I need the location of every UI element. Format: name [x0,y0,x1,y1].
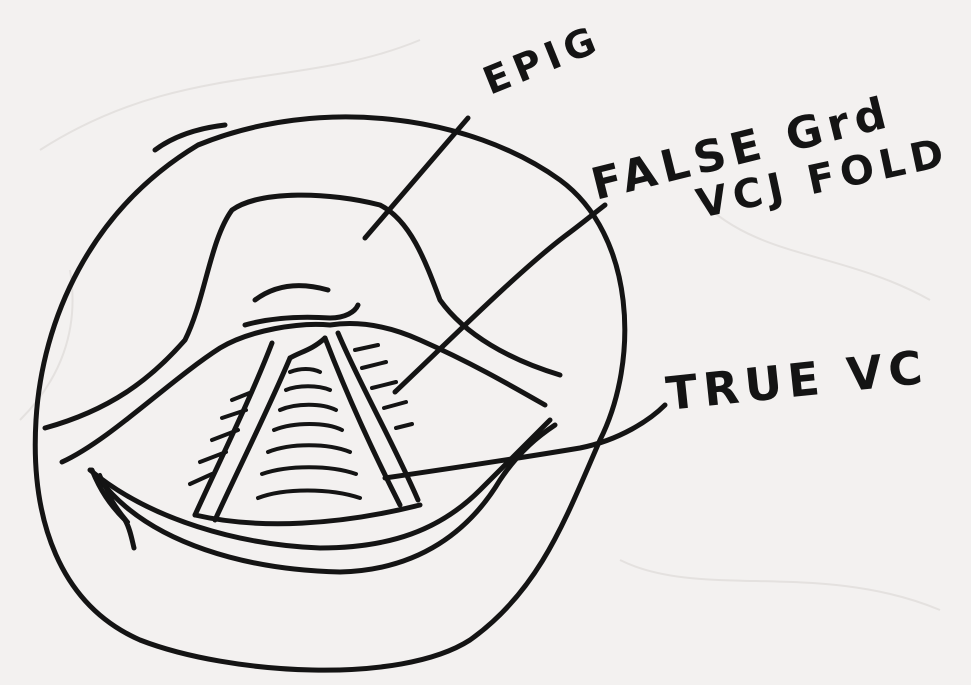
epiglottis-tubercle [255,286,328,300]
glottis-base [195,505,420,524]
epiglottis-label: EPIG [477,16,608,103]
false-cord-leader [395,205,605,392]
true-cord-label: TRUE VC [664,340,931,421]
anterior-commissure [290,338,325,358]
aryepiglottic-fold [62,324,545,462]
left-true-vocal-cord-inner [215,358,290,520]
epiglottis-leader [365,118,468,238]
